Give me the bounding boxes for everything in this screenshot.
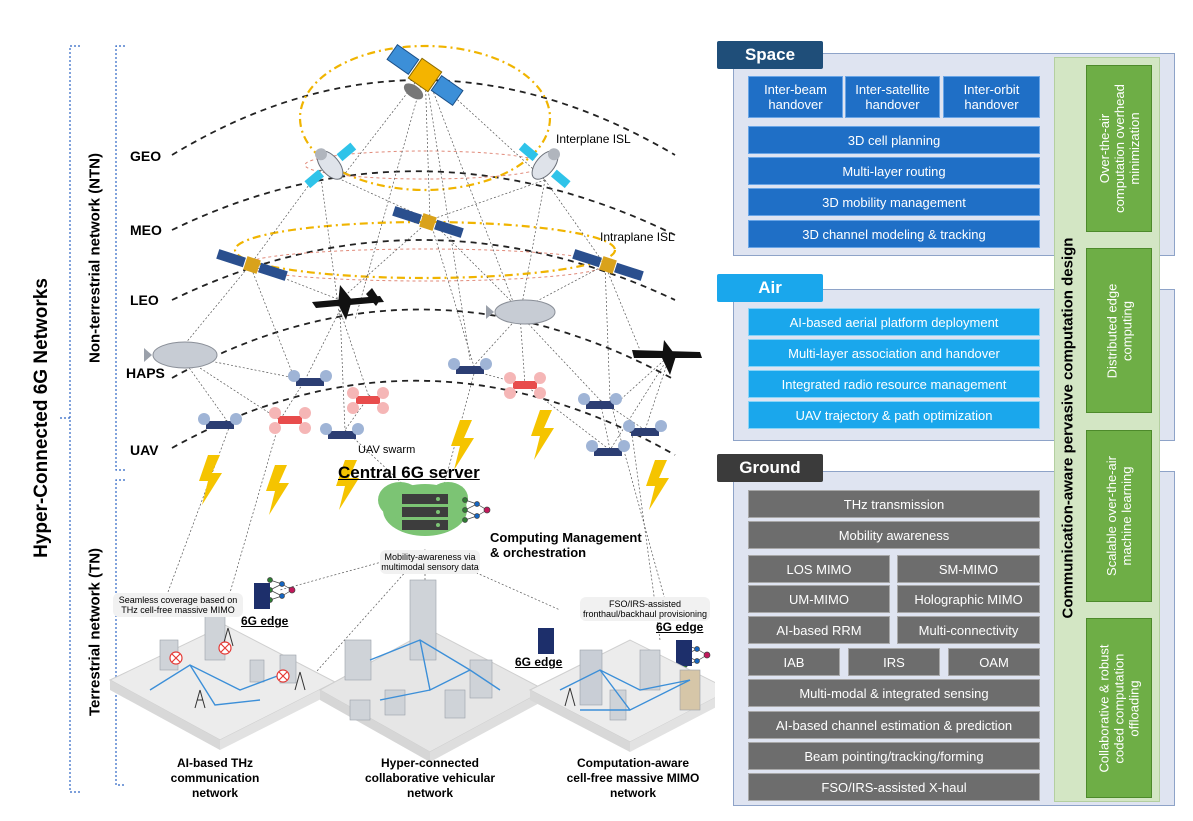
brackets [60, 45, 125, 793]
main-title: Hyper-Connected 6G Networks [31, 278, 52, 558]
haps-airship-right-icon [486, 299, 556, 325]
isl-orbits [233, 44, 617, 280]
air-item-4: UAV trajectory & path optimization [748, 401, 1040, 429]
meo-satellite-right-icon [518, 142, 571, 189]
space-item-4: 3D channel modeling & tracking [748, 220, 1040, 248]
central-server-label: Central 6G server [338, 463, 480, 482]
ground-links [149, 639, 691, 711]
ground-item-channel-estimation: AI-based channel estimation & prediction [748, 711, 1040, 739]
ground-item-multiconnectivity: Multi-connectivity [897, 616, 1040, 644]
green-box-coded-offloading-text: Collaborative & robust coded computation… [1096, 644, 1142, 772]
green-box-scalable-ml: Scalable over-the-air machine learning [1086, 430, 1152, 602]
intraplane-isl-label: Intraplane ISL [600, 230, 675, 244]
seamless-note: Seamless coverage based on THz cell-free… [113, 593, 243, 617]
leo-satellite-left-icon [216, 249, 288, 281]
green-box-distributed-edge-text: Distributed edge computing [1104, 283, 1135, 378]
ground-header: Ground [717, 454, 823, 482]
orbit-label-geo: GEO [130, 148, 162, 164]
edge-label-2: 6G edge [515, 655, 563, 669]
interplane-isl-label: Interplane ISL [556, 132, 631, 146]
ground-item-thz: THz transmission [748, 490, 1040, 518]
mobility-note: Mobility-awareness via multimodal sensor… [380, 550, 480, 574]
green-box-ota-overhead: Over-the-air computation overhead minimi… [1086, 65, 1152, 232]
fso-note: FSO/IRS-assisted fronthaul/backhaul prov… [580, 597, 710, 621]
space-row1-b: Inter-satellite handover [845, 76, 940, 118]
network-label-thz: AI-based THz communication network [170, 756, 260, 800]
buildings [159, 579, 701, 721]
orbit-label-haps: HAPS [126, 365, 165, 381]
edge-server-icons [254, 583, 692, 666]
green-box-coded-offloading: Collaborative & robust coded computation… [1086, 618, 1152, 798]
green-box-ota-overhead-text: Over-the-air computation overhead minimi… [1096, 84, 1142, 213]
orbit-label-uav: UAV [130, 442, 159, 458]
leo-satellite-icon [392, 206, 464, 238]
ground-item-holographic-mimo: Holographic MIMO [897, 585, 1040, 613]
computing-label: Computing Management & orchestration [490, 530, 642, 560]
central-server-icon [378, 482, 468, 536]
ground-item-beam: Beam pointing/tracking/forming [748, 742, 1040, 770]
tn-label: Terrestrial network (TN) [86, 547, 104, 717]
fixed-wing-uav-right-icon [632, 340, 702, 375]
network-label-vehicular: Hyper-connected collaborative vehicular … [364, 756, 496, 800]
ground-item-sm-mimo: SM-MIMO [897, 555, 1040, 583]
edge-label-1: 6G edge [241, 614, 289, 628]
space-row1-c: Inter-orbit handover [943, 76, 1040, 118]
antenna-icons [194, 627, 576, 709]
space-row1-a: Inter-beam handover [748, 76, 843, 118]
orbit-label-leo: LEO [130, 292, 159, 308]
green-box-distributed-edge: Distributed edge computing [1086, 248, 1152, 413]
ground-item-sensing: Multi-modal & integrated sensing [748, 679, 1040, 707]
orbit-label-meo: MEO [130, 222, 162, 238]
ground-item-oam: OAM [948, 648, 1040, 676]
computation-title: Communication-aware pervasive computatio… [1059, 237, 1077, 619]
uav-drones [198, 358, 667, 456]
air-item-1: AI-based aerial platform deployment [748, 308, 1040, 336]
lightning-bolts [199, 410, 669, 515]
air-header: Air [717, 274, 823, 302]
ntn-label: Non-terrestrial network (NTN) [86, 152, 104, 364]
ground-item-xhaul: FSO/IRS-assisted X-haul [748, 773, 1040, 801]
ground-item-los-mimo: LOS MIMO [748, 555, 890, 583]
edge-label-3: 6G edge [656, 620, 704, 634]
ai-network-icon [267, 497, 711, 668]
ground-item-um-mimo: UM-MIMO [748, 585, 890, 613]
leo-satellite-right-icon [572, 249, 644, 281]
ground-item-iab: IAB [748, 648, 840, 676]
meo-satellite-left-icon [304, 142, 357, 189]
blocked-link-icons [169, 641, 290, 683]
geo-satellite-icon [386, 43, 464, 107]
air-item-2: Multi-layer association and handover [748, 339, 1040, 367]
uav-swarm-label: UAV swarm [358, 444, 416, 456]
network-illustration [60, 43, 715, 793]
ground-item-irs: IRS [848, 648, 940, 676]
network-label-cellfree: Computation-aware cell-free massive MIMO… [566, 756, 700, 800]
haps-airship-left-icon [144, 341, 218, 369]
space-item-2: Multi-layer routing [748, 157, 1040, 185]
space-header: Space [717, 41, 823, 69]
space-item-3: 3D mobility management [748, 188, 1040, 216]
ground-item-mobility: Mobility awareness [748, 521, 1040, 549]
green-box-scalable-ml-text: Scalable over-the-air machine learning [1104, 456, 1135, 576]
air-item-3: Integrated radio resource management [748, 370, 1040, 398]
ground-item-ai-rrm: AI-based RRM [748, 616, 890, 644]
fixed-wing-uav-left-icon [312, 285, 384, 320]
space-item-1: 3D cell planning [748, 126, 1040, 154]
